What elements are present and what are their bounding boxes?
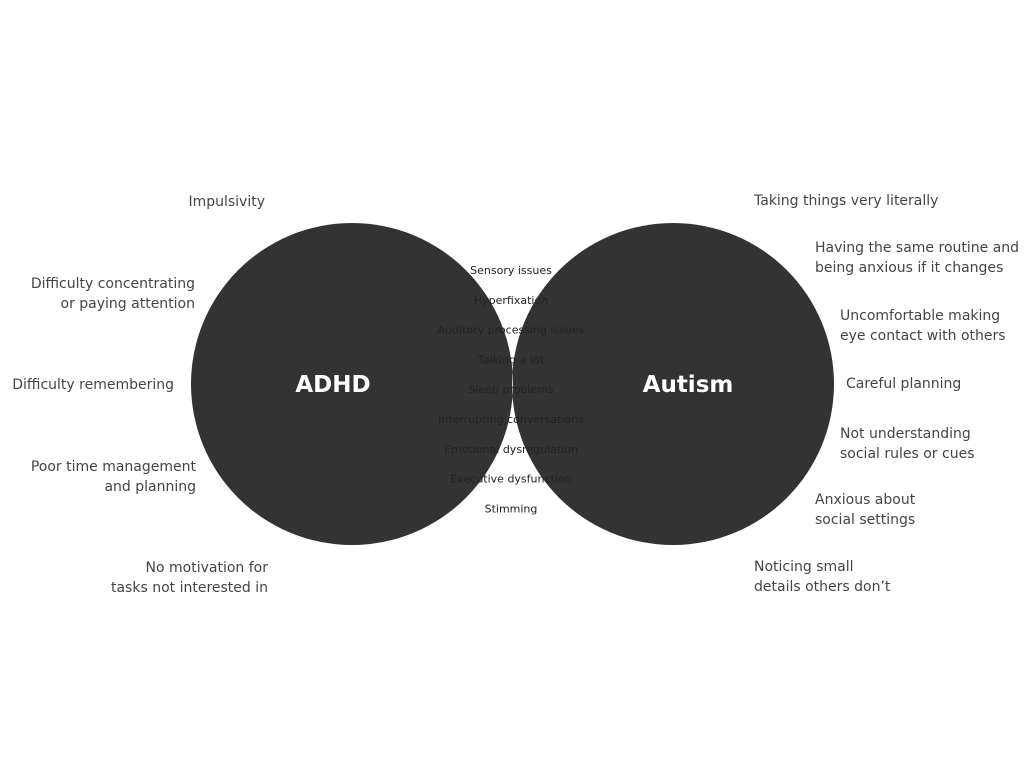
trait-line: Anxious about	[815, 492, 916, 508]
trait-line: social rules or cues	[840, 446, 975, 462]
autism-trait-social-rules: Not understanding social rules or cues	[840, 424, 975, 464]
trait-line: Careful planning	[846, 376, 962, 392]
trait-line: social settings	[815, 512, 916, 528]
adhd-trait-time-management: Poor time management and planning	[31, 457, 196, 497]
autism-trait-literal: Taking things very literally	[754, 191, 938, 211]
autism-trait-social-anxiety: Anxious about social settings	[815, 490, 915, 530]
trait-line: Uncomfortable making	[840, 308, 1001, 324]
autism-trait-planning: Careful planning	[846, 374, 961, 394]
shared-trait: Executive dysfunction	[450, 473, 571, 486]
adhd-trait-motivation: No motivation for tasks not interested i…	[111, 558, 268, 598]
trait-line: No motivation for	[145, 560, 268, 576]
adhd-circle	[191, 223, 513, 545]
trait-line: Poor time management	[30, 459, 196, 475]
trait-line: being anxious if it changes	[815, 260, 1004, 276]
shared-trait: Stimming	[485, 502, 538, 515]
autism-circle	[512, 223, 834, 545]
trait-line: Impulsivity	[188, 194, 265, 210]
trait-line: Difficulty remembering	[12, 377, 174, 393]
shared-trait: Sensory issues	[470, 264, 552, 277]
trait-line: and planning	[104, 479, 196, 495]
shared-trait: Sleep problems	[468, 383, 554, 396]
trait-line: eye contact with others	[840, 328, 1006, 344]
trait-line: Noticing small	[754, 559, 854, 575]
autism-label: Autism	[643, 372, 734, 398]
shared-trait: Interrupting conversations	[438, 413, 584, 426]
trait-line: Taking things very literally	[754, 193, 939, 209]
trait-line: Difficulty concentrating	[30, 276, 195, 292]
autism-trait-routine: Having the same routine and being anxiou…	[815, 238, 1019, 278]
adhd-trait-remembering: Difficulty remembering	[12, 375, 174, 395]
trait-line: Having the same routine and	[815, 240, 1020, 256]
adhd-trait-concentration: Difficulty concentrating or paying atten…	[31, 274, 195, 314]
autism-trait-details: Noticing small details others don’t	[754, 557, 890, 597]
trait-line: tasks not interested in	[110, 580, 268, 596]
trait-line: details others don’t	[754, 579, 891, 595]
shared-trait: Auditory processing issues	[438, 324, 585, 337]
shared-trait: Hyperfixation	[474, 294, 548, 307]
shared-trait: Talking a lot	[477, 353, 545, 366]
shared-trait: Emotional dysregulation	[444, 443, 578, 456]
trait-line: or paying attention	[60, 296, 195, 312]
autism-trait-eye-contact: Uncomfortable making eye contact with ot…	[840, 306, 1006, 346]
adhd-label: ADHD	[295, 372, 370, 398]
adhd-trait-impulsivity: Impulsivity	[188, 192, 265, 212]
trait-line: Not understanding	[840, 426, 971, 442]
